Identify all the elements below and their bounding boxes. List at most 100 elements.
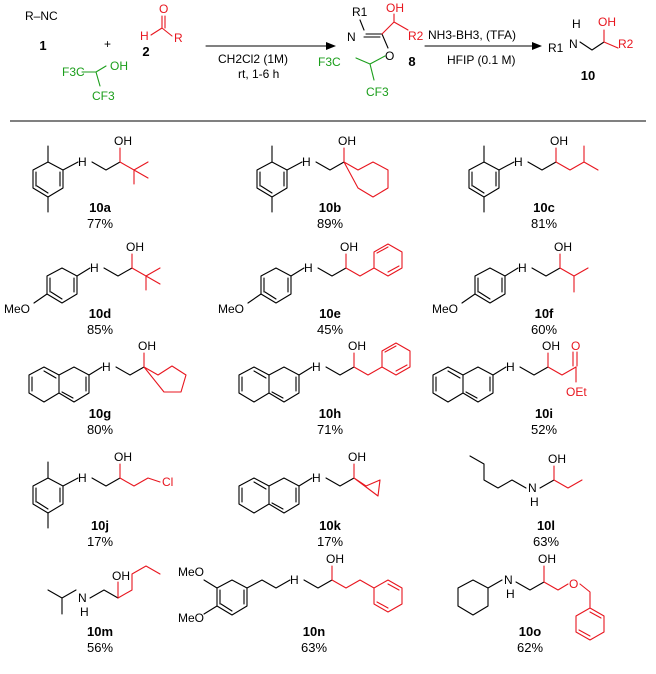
10i-r2: [547, 351, 578, 383]
step1-reagent: CH2Cl2 (1M): [218, 52, 288, 66]
10n-chain: [246, 579, 333, 589]
10f-label: 10f: [535, 306, 554, 321]
10o-h: H: [506, 587, 515, 601]
10g-yield: 80%: [87, 422, 113, 437]
10l-label: 10l: [537, 518, 555, 533]
compound-10i: H OH O OEt 10i 52%: [432, 339, 587, 437]
10e-oh: OH: [340, 240, 358, 254]
int-o: O: [385, 49, 394, 63]
10a-ring: [32, 161, 64, 198]
10d-ome-bond: [33, 293, 48, 304]
isocyanide-number: 1: [39, 38, 46, 53]
10h-naphthalene: [238, 366, 300, 403]
10i-oh: OH: [542, 339, 560, 353]
general-reaction: R–NC 1 + H O R 2 F3C OH CF3 CH2Cl2 (1M) …: [25, 1, 634, 103]
compound-10e: MeO H OH 10e 45%: [218, 240, 403, 337]
10j-oh: OH: [114, 450, 132, 464]
10m-chain: [89, 589, 119, 599]
10n-nh: H: [290, 573, 299, 587]
hfip-oh: OH: [110, 59, 128, 73]
compound-10a: H OH 10a 77%: [32, 134, 149, 231]
10n-oh: OH: [326, 552, 344, 566]
hfip-structure: F3C OH CF3: [62, 59, 128, 103]
10j-r2: [119, 463, 161, 487]
10n-meo-top: MeO: [178, 565, 204, 579]
prod-number: 10: [581, 68, 595, 83]
10i-oet: OEt: [566, 385, 587, 399]
10c-label: 10c: [533, 200, 555, 215]
10l-pentyl: [469, 455, 527, 489]
10f-ring: [474, 267, 506, 304]
compound-10o: N H OH O 10o 62%: [457, 552, 605, 655]
10f-r2: [559, 253, 589, 293]
10g-label: 10g: [89, 406, 111, 421]
10k-yield: 17%: [317, 534, 343, 549]
10c-yield: 81%: [531, 216, 557, 231]
prod-bonds-red: [603, 29, 619, 49]
step2-solvent: HFIP (0.1 M): [447, 53, 515, 67]
10m-yield: 56%: [87, 640, 113, 655]
10j-yield: 17%: [87, 534, 113, 549]
compound-10c: H OH 10c 81%: [468, 134, 599, 231]
10j-nh: H: [78, 471, 87, 485]
compound-10l: N H OH 10l 63%: [469, 452, 583, 549]
10l-n: N: [528, 481, 537, 495]
10f-chain: [504, 267, 561, 277]
10m-label: 10m: [87, 624, 113, 639]
10n-label: 10n: [303, 624, 325, 639]
10l-yield: 63%: [533, 534, 559, 549]
10g-chain: [88, 366, 145, 376]
step2-reagent: NH3-BH3, (TFA): [428, 28, 516, 42]
10n-yield: 63%: [301, 640, 327, 655]
10a-label: 10a: [89, 200, 111, 215]
10o-yield: 62%: [517, 640, 543, 655]
10f-meo: MeO: [432, 302, 458, 316]
compound-10n: MeO MeO H OH 10n 63%: [178, 552, 403, 655]
10b-oh: OH: [338, 134, 356, 148]
10d-chain: [76, 267, 133, 277]
10i-label: 10i: [535, 406, 553, 421]
10e-yield: 45%: [317, 322, 343, 337]
int-bonds-red: [381, 13, 409, 35]
10g-naphthalene: [28, 366, 90, 403]
10b-nh: H: [302, 155, 311, 169]
hfip-cf3-bottom: CF3: [92, 89, 115, 103]
10d-r2: [131, 253, 161, 291]
10l-r2: [553, 465, 583, 489]
int-n: N: [347, 30, 356, 44]
10l-oh: OH: [548, 452, 566, 466]
10h-r2: [353, 342, 411, 376]
int-cf3: CF3: [366, 85, 389, 99]
10c-ring: [468, 161, 500, 198]
compound-10j: H OH Cl 10j 17%: [32, 450, 173, 549]
10k-naphthalene: [238, 477, 300, 514]
10e-label: 10e: [319, 306, 341, 321]
10m-r2: [117, 565, 161, 599]
10e-r2: [345, 243, 403, 277]
10o-o: O: [569, 577, 578, 591]
compound-10m: N H OH 10m 56%: [47, 565, 161, 655]
10h-chain: [298, 366, 355, 376]
compound-10h: H OH 10h 71%: [238, 339, 411, 437]
10e-chain: [290, 267, 347, 277]
aldehyde-number: 2: [142, 44, 149, 59]
10a-nh: H: [78, 155, 87, 169]
10g-oh: OH: [138, 339, 156, 353]
10a-chain: [62, 161, 121, 171]
10h-oh: OH: [348, 339, 366, 353]
reaction-arrow-2-head: [532, 42, 542, 50]
int-number: 8: [408, 54, 415, 69]
10e-ome-bond: [247, 293, 262, 304]
compound-10b: H OH 10b 89%: [256, 134, 389, 231]
10k-oh: OH: [348, 450, 366, 464]
10b-r2: [343, 147, 389, 198]
hfip-bonds: [81, 65, 107, 87]
10g-r2: [143, 352, 187, 393]
aldehyde-bonds: [150, 15, 173, 37]
10o-oh: OH: [538, 552, 556, 566]
10i-yield: 52%: [531, 422, 557, 437]
10l-chain: [539, 479, 555, 489]
10i-o: O: [571, 339, 580, 353]
10i-naphthalene: [432, 366, 494, 403]
